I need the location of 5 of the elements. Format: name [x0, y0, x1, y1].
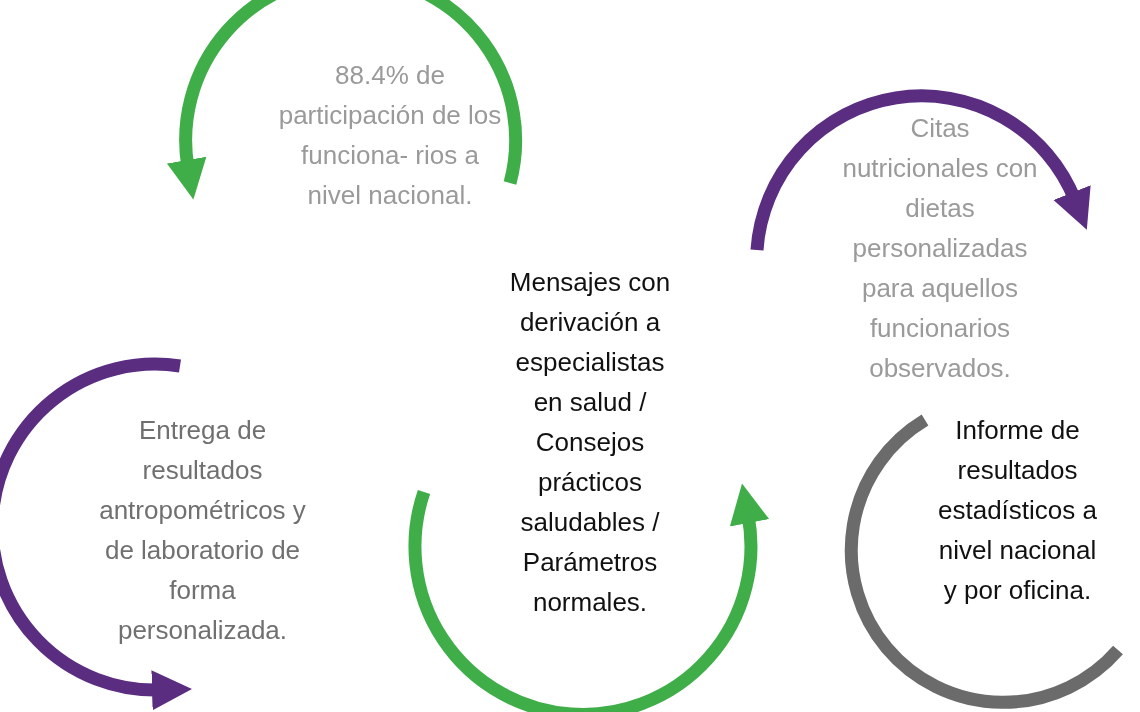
cycle-step-text: Mensajes con derivación a especialistas en salud / Consejos prácticos saludables / Parámetros normales. — [500, 262, 680, 622]
cycle-step-text: 88.4% de participación de los funciona- rios a nivel nacional. — [275, 55, 505, 215]
cycle-step-text: Entrega de resultados antropométricos y de laboratorio de forma personalizada. — [95, 410, 310, 650]
cycle-step-text: Citas nutricionales con dietas personalizadas para aquellos funcionarios observados. — [840, 108, 1040, 388]
cycle-step-text: Informe de resultados estadísticos a nivel nacional y por oficina. — [930, 410, 1105, 610]
